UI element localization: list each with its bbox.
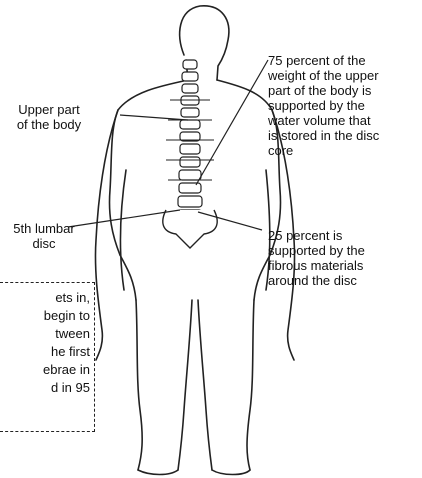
left-arm-outline (95, 110, 118, 360)
left-leg-outline (136, 300, 192, 470)
note-line: he first (0, 343, 90, 361)
hip-outline (120, 255, 270, 300)
right-leg-outline (198, 300, 254, 470)
note-line: d in 95 (0, 379, 90, 397)
percent-25-label: 25 percent is supported by the fibrous m… (268, 228, 418, 288)
note-line: ets in, (0, 289, 90, 307)
note-box: ets in, begin to tween he first ebrae in… (0, 282, 95, 432)
note-line: ebrae in (0, 361, 90, 379)
note-line: begin to (0, 307, 90, 325)
note-line: tween (0, 325, 90, 343)
percent-75-label: 75 percent of the weight of the upper pa… (268, 53, 418, 158)
lumbar-disc-label: 5th lumbar disc (4, 221, 84, 251)
leader-upper-body (120, 115, 188, 120)
upper-body-label: Upper part of the body (4, 102, 94, 132)
leader-pct75 (196, 60, 268, 185)
